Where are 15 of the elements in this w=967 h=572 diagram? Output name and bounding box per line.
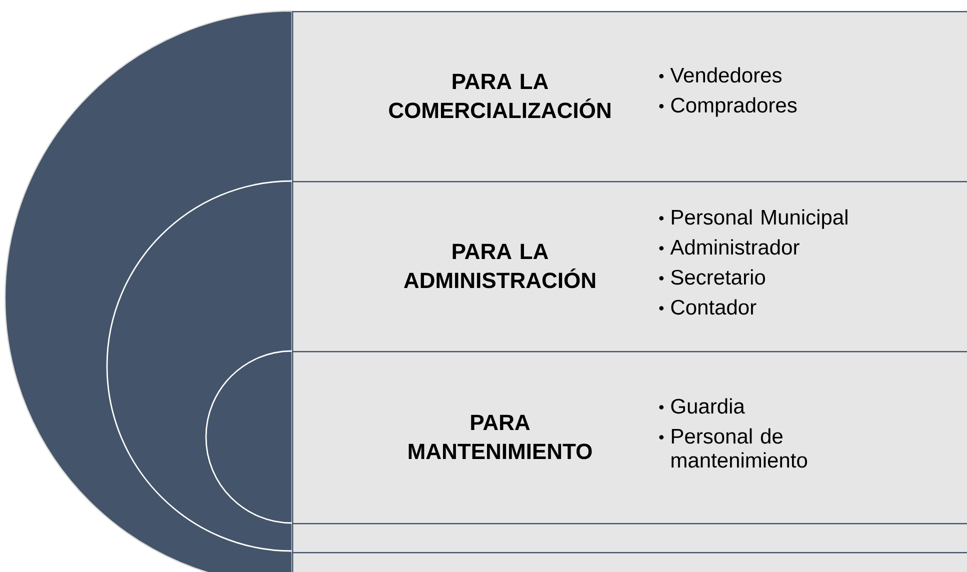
band-box	[292, 552, 967, 572]
band-box	[292, 181, 967, 352]
bullet-item: Personal de mantenimiento	[659, 428, 808, 468]
bullet-item: Vendedores	[659, 67, 782, 83]
bullet-item: Contador	[659, 299, 756, 315]
band-heading: PARA LA COMERCIALIZACIÓN	[389, 74, 610, 118]
bullet-item: Compradores	[659, 97, 797, 117]
band-box	[292, 523, 967, 554]
bullet-item: Guardia	[659, 398, 745, 414]
band-heading: PARA LA ADMINISTRACIÓN	[404, 244, 596, 288]
bullet-item: Secretario	[659, 269, 765, 285]
band-heading: PARA MANTENIMIENTO	[408, 414, 592, 460]
bullet-item: Personal Municipal	[659, 209, 848, 229]
bullet-item: Administrador	[659, 239, 800, 255]
band-box	[292, 11, 967, 182]
